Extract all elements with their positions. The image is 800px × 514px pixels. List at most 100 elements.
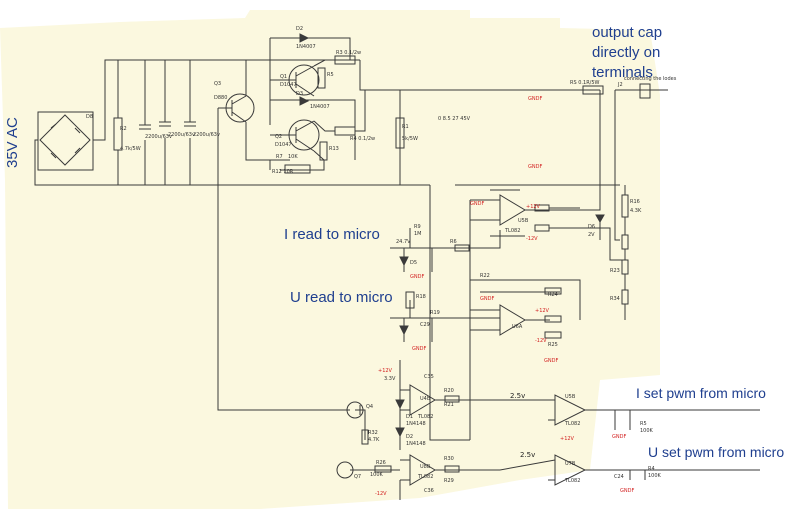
label-r12: R12 10R [272, 169, 294, 175]
label-r6: R6 [450, 239, 457, 245]
label-cap-2: 2200u/63v [168, 132, 195, 138]
label-d6: D6 [588, 224, 595, 230]
label-d3-type: 1N4007 [310, 104, 330, 110]
label-r26: R26 [376, 460, 386, 466]
label-d2-type: 1N4007 [296, 44, 316, 50]
opamp-u6a [499, 304, 526, 336]
label-d1: D1 [406, 414, 413, 420]
label-j2-title: connecting the lodes [624, 76, 677, 82]
label-v33: 3.3V [384, 376, 396, 382]
label-u8b: U8B [420, 464, 431, 470]
label-r20: R20 [444, 388, 454, 394]
label-r22: R22 [480, 273, 490, 279]
label-r7: R7 [276, 154, 283, 160]
label-u7b: U5B [565, 394, 576, 400]
label-cap-3: 2200u/63v [193, 132, 220, 138]
label-r1: R1 [402, 124, 409, 130]
label-r32-value: 4.7K [368, 437, 380, 443]
label-q2-type: D1047 [275, 142, 292, 148]
label-r7-value: 10K [288, 154, 298, 160]
label-r24: R24 [548, 292, 558, 298]
label-r5: R5 [327, 72, 334, 78]
gnd-label-7: GNDF [612, 434, 626, 440]
input-voltage-label: 35V AC [4, 117, 21, 168]
label-r9-value: 1M [414, 231, 422, 237]
label-r2-value: 4.7k/5W [120, 146, 141, 152]
label-r5b-value: 100K [640, 428, 654, 434]
label-r2: R2 [120, 126, 127, 132]
gnd-label-8: GNDF [620, 488, 634, 494]
label-d2-low-type: 1N4148 [406, 441, 426, 447]
u-read-note: U read to micro [290, 289, 393, 306]
label-r23: R23 [610, 268, 620, 274]
label-q2: Q2 [275, 134, 282, 140]
label-2v5-bottom: 2.5v [520, 451, 535, 459]
label-c24: C24 [614, 474, 624, 480]
label-r34: R34 [610, 296, 620, 302]
label-r4: R4 0.1/2w [350, 136, 375, 142]
v12-label-3: -12V [375, 491, 387, 497]
label-r4b-value: 100K [648, 473, 662, 479]
label-q1-type: D1047 [280, 82, 297, 88]
label-d3: D3 [296, 91, 303, 97]
label-r1-value: 5k/5W [402, 136, 418, 142]
u-set-note: U set pwm from micro [648, 444, 785, 460]
label-tl082-2: TL082 [417, 414, 433, 420]
label-u5b: U5B [518, 218, 529, 224]
label-2v5-top: 2.5v [510, 392, 525, 400]
label-d1-type: 1N4148 [406, 421, 426, 427]
label-r13: R13 [329, 146, 339, 152]
label-r30: R30 [444, 456, 454, 462]
label-r4b: R4 [648, 466, 655, 472]
output-cap-note-line1: output cap [592, 24, 663, 41]
label-rail-values: 0 8.5 27 45V [438, 116, 471, 122]
label-tl082-4: TL082 [564, 421, 580, 427]
label-q3: Q3 [214, 81, 221, 87]
label-q4: Q4 [366, 404, 373, 410]
label-d8: D8 [86, 114, 93, 120]
label-r18: R18 [416, 294, 426, 300]
shunt-rs [582, 85, 604, 95]
v12-label-6: +12V [535, 308, 550, 314]
label-r3: R3 0.1/2w [336, 50, 361, 56]
label-u6a: U6A [512, 324, 523, 330]
output-cap-note-line3: terminals [592, 64, 653, 81]
bridge-frame [37, 111, 94, 171]
label-c36: C36 [424, 488, 434, 494]
label-d5-value: 24.7V [396, 239, 411, 245]
label-j2: J2 [617, 82, 623, 88]
opamp-u5b-low [409, 384, 436, 416]
label-rs: RS 0.1R/5W [570, 80, 600, 86]
label-r16: R16 [630, 199, 640, 205]
opamp-u7a [554, 454, 587, 486]
gnd-label-6: GNDF [544, 358, 558, 364]
label-r32: R32 [368, 430, 378, 436]
label-r26-value: 100K [370, 472, 384, 478]
label-c29: C29 [420, 322, 430, 328]
i-read-note: I read to micro [284, 226, 380, 243]
label-cap-1: 2200u/63v [145, 134, 172, 140]
gnd-label-2: GNDF [470, 201, 484, 207]
v12-label-2: +12V [560, 436, 575, 442]
label-d2: D2 [296, 26, 303, 32]
opamp-u5b [499, 194, 526, 226]
gnd-label-1: GNDF [528, 96, 542, 102]
v12-label-7: -12V [535, 338, 547, 344]
label-r19: R19 [430, 310, 440, 316]
label-q1: Q1 [280, 74, 287, 80]
transistor-q7 [336, 461, 354, 479]
v12-label-5: -12V [526, 236, 538, 242]
connector-j2 [639, 83, 651, 99]
transistor-q4 [346, 401, 364, 419]
label-tl082-5: TL082 [564, 478, 580, 484]
bridge-d8 [39, 114, 91, 166]
label-tl082-1: TL082 [504, 228, 520, 234]
gnd-label-4: GNDF [412, 346, 426, 352]
label-r16-value: 4.3K [630, 208, 642, 214]
label-q3-type: D880 [214, 95, 227, 101]
label-r25: R25 [548, 342, 558, 348]
v12-label-1: +12V [378, 368, 393, 374]
label-d2-low: D2 [406, 434, 413, 440]
